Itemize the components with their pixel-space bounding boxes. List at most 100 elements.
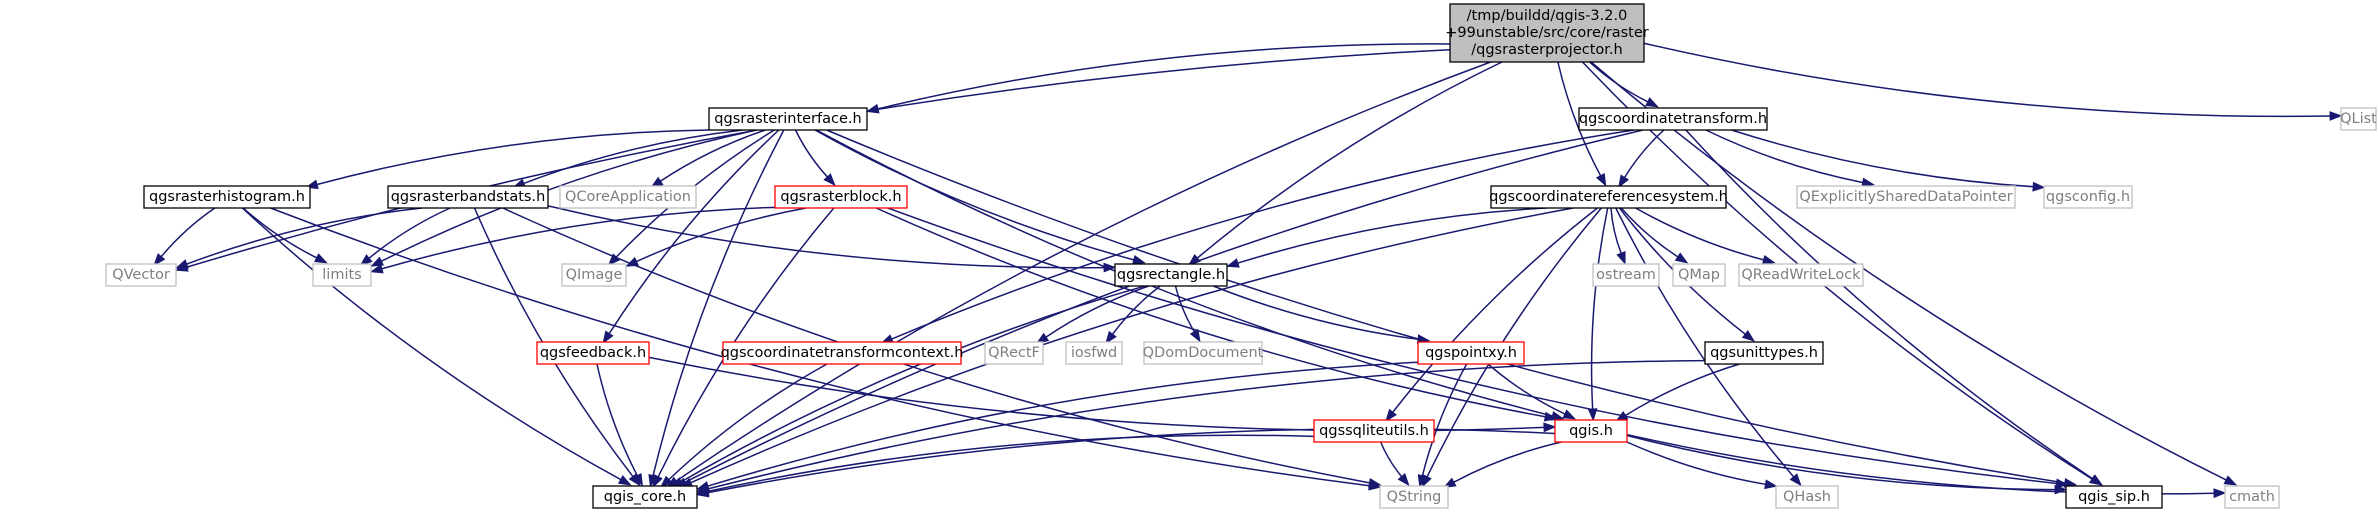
node-root[interactable]: /tmp/buildd/qgis-3.2.0+99unstable/src/co… [1445, 3, 1649, 63]
node-box [2065, 485, 2163, 509]
node-label: qgssqliteutils.h [1319, 423, 1429, 439]
edge-rasterblock-to-limits [369, 206, 776, 274]
node-qstring[interactable]: QString [1379, 485, 1449, 509]
node-box [1449, 3, 1645, 63]
node-crs[interactable]: qgscoordinatereferencesystem.h [1489, 185, 1728, 209]
edge-arrowhead [632, 472, 643, 487]
node-box [1738, 263, 1864, 287]
node-label: QExplicitlySharedDataPointer [1799, 189, 2012, 205]
node-label: qgscoordinatereferencesystem.h [1489, 189, 1728, 205]
edge-arrowhead [2089, 474, 2104, 486]
node-box [1313, 419, 1435, 443]
edge-line [316, 129, 710, 186]
node-qgish[interactable]: qgis.h [1554, 419, 1628, 443]
node-label: QList [2340, 111, 2377, 127]
node-qgsconfig[interactable]: qgsconfig.h [2043, 185, 2133, 209]
node-qreadwritelock[interactable]: QReadWriteLock [1738, 263, 1864, 287]
node-sqliteutils[interactable]: qgssqliteutils.h [1313, 419, 1435, 443]
node-coordtransform[interactable]: qgscoordinatetransform.h [1578, 107, 1768, 131]
node-qmap[interactable]: QMap [1672, 263, 1726, 287]
edge-root-to-qlist [1643, 42, 2343, 121]
edge-line [1626, 433, 2215, 495]
edge-arrowhead [2055, 478, 2069, 489]
edge-arrowhead [1587, 408, 1598, 422]
edge-arrowhead [1132, 254, 1146, 265]
node-box [1065, 341, 1123, 365]
edge-arrowhead [1543, 411, 1558, 422]
node-qcoreapp[interactable]: QCoreApplication [559, 185, 697, 209]
node-box [559, 185, 697, 209]
edge-line [381, 129, 757, 262]
node-qimage[interactable]: QImage [561, 263, 627, 287]
edge-line [875, 207, 1546, 418]
node-qdomdocument[interactable]: QDomDocument [1143, 341, 1264, 365]
edge-rasterinterface-to-histogram [305, 129, 710, 190]
edge-line [1643, 42, 2331, 118]
edge-rasterinterface-to-rectangle [814, 129, 1146, 265]
edge-arrowhead [369, 263, 384, 274]
node-qhash[interactable]: QHash [1775, 485, 1839, 509]
edge-root-to-cmath [1590, 61, 2238, 486]
edge-line [1487, 363, 1566, 415]
edge-arrowhead [2223, 475, 2238, 486]
edge-rasterinterface-to-qgissip [826, 129, 2078, 488]
edge-line [707, 361, 1419, 487]
node-box [984, 341, 1044, 365]
edge-arrowhead [1103, 262, 1117, 273]
edge-arrowhead [1764, 479, 1778, 490]
edge-arrowhead [1105, 330, 1117, 345]
edge-line [636, 207, 807, 263]
node-rectangle[interactable]: qgsrectangle.h [1114, 263, 1228, 287]
node-box [312, 263, 372, 287]
edge-line [186, 207, 422, 265]
node-box [2043, 185, 2133, 209]
node-ctcontext[interactable]: qgscoordinatetransformcontext.h [721, 341, 964, 365]
node-box [1554, 419, 1628, 443]
edge-crs-to-ostream [1610, 207, 1626, 265]
node-ostream[interactable]: ostream [1592, 263, 1660, 287]
node-qgissip[interactable]: qgis_sip.h [2065, 485, 2163, 509]
node-histogram[interactable]: qgsrasterhistogram.h [143, 185, 311, 209]
node-qrectf[interactable]: QRectF [984, 341, 1044, 365]
edge-rectangle-to-pointxy [1213, 285, 1431, 345]
edge-line [1379, 441, 1403, 478]
node-label: qgscoordinatetransformcontext.h [721, 345, 964, 361]
edge-pointxy-to-qstring [1417, 363, 1468, 488]
node-box [2340, 107, 2377, 131]
node-label: QRectF [988, 345, 1040, 361]
edge-qgish-to-qhash [1626, 441, 1778, 490]
edge-arrowhead [2032, 181, 2046, 192]
edge-line [680, 285, 1146, 483]
edge-arrowhead [1189, 328, 1201, 343]
edge-line [1615, 207, 1795, 478]
edge-arrowhead [625, 256, 640, 267]
edge-coordtransform-to-ctcontext [880, 129, 1635, 344]
node-iosfwd[interactable]: iosfwd [1065, 341, 1123, 365]
node-pointxy[interactable]: qgspointxy.h [1417, 341, 1525, 365]
edge-arrowhead [1543, 422, 1557, 433]
node-box [1672, 263, 1726, 287]
node-qlist[interactable]: QList [2340, 107, 2377, 131]
node-label: QString [1387, 489, 1442, 505]
node-cmath[interactable]: cmath [2224, 485, 2280, 509]
edge-arrowhead [695, 487, 710, 498]
node-qgiscore[interactable]: qgis_core.h [592, 485, 698, 509]
edge-arrowhead [359, 254, 373, 267]
node-feedback[interactable]: qgsfeedback.h [536, 341, 650, 365]
node-box [1796, 185, 2016, 209]
edge-line [502, 207, 1370, 484]
node-qexplicit[interactable]: QExplicitlySharedDataPointer [1796, 185, 2016, 209]
node-bandstats[interactable]: qgsrasterbandstats.h [387, 185, 549, 209]
edge-line [707, 359, 1706, 490]
edge-arrowhead [314, 253, 328, 264]
edge-crs-to-qreadwritelock [1635, 207, 1776, 265]
node-limits[interactable]: limits [312, 263, 372, 287]
node-rasterblock[interactable]: qgsrasterblock.h [774, 185, 908, 209]
node-rasterinterface[interactable]: qgsrasterinterface.h [708, 107, 868, 131]
node-unittypes[interactable]: qgsunittypes.h [1704, 341, 1824, 365]
node-label: iosfwd [1071, 345, 1117, 361]
node-qvector[interactable]: QVector [105, 263, 177, 287]
edges-layer [153, 42, 2343, 499]
edge-line [1196, 61, 1503, 259]
edge-arrowhead [1616, 251, 1626, 265]
